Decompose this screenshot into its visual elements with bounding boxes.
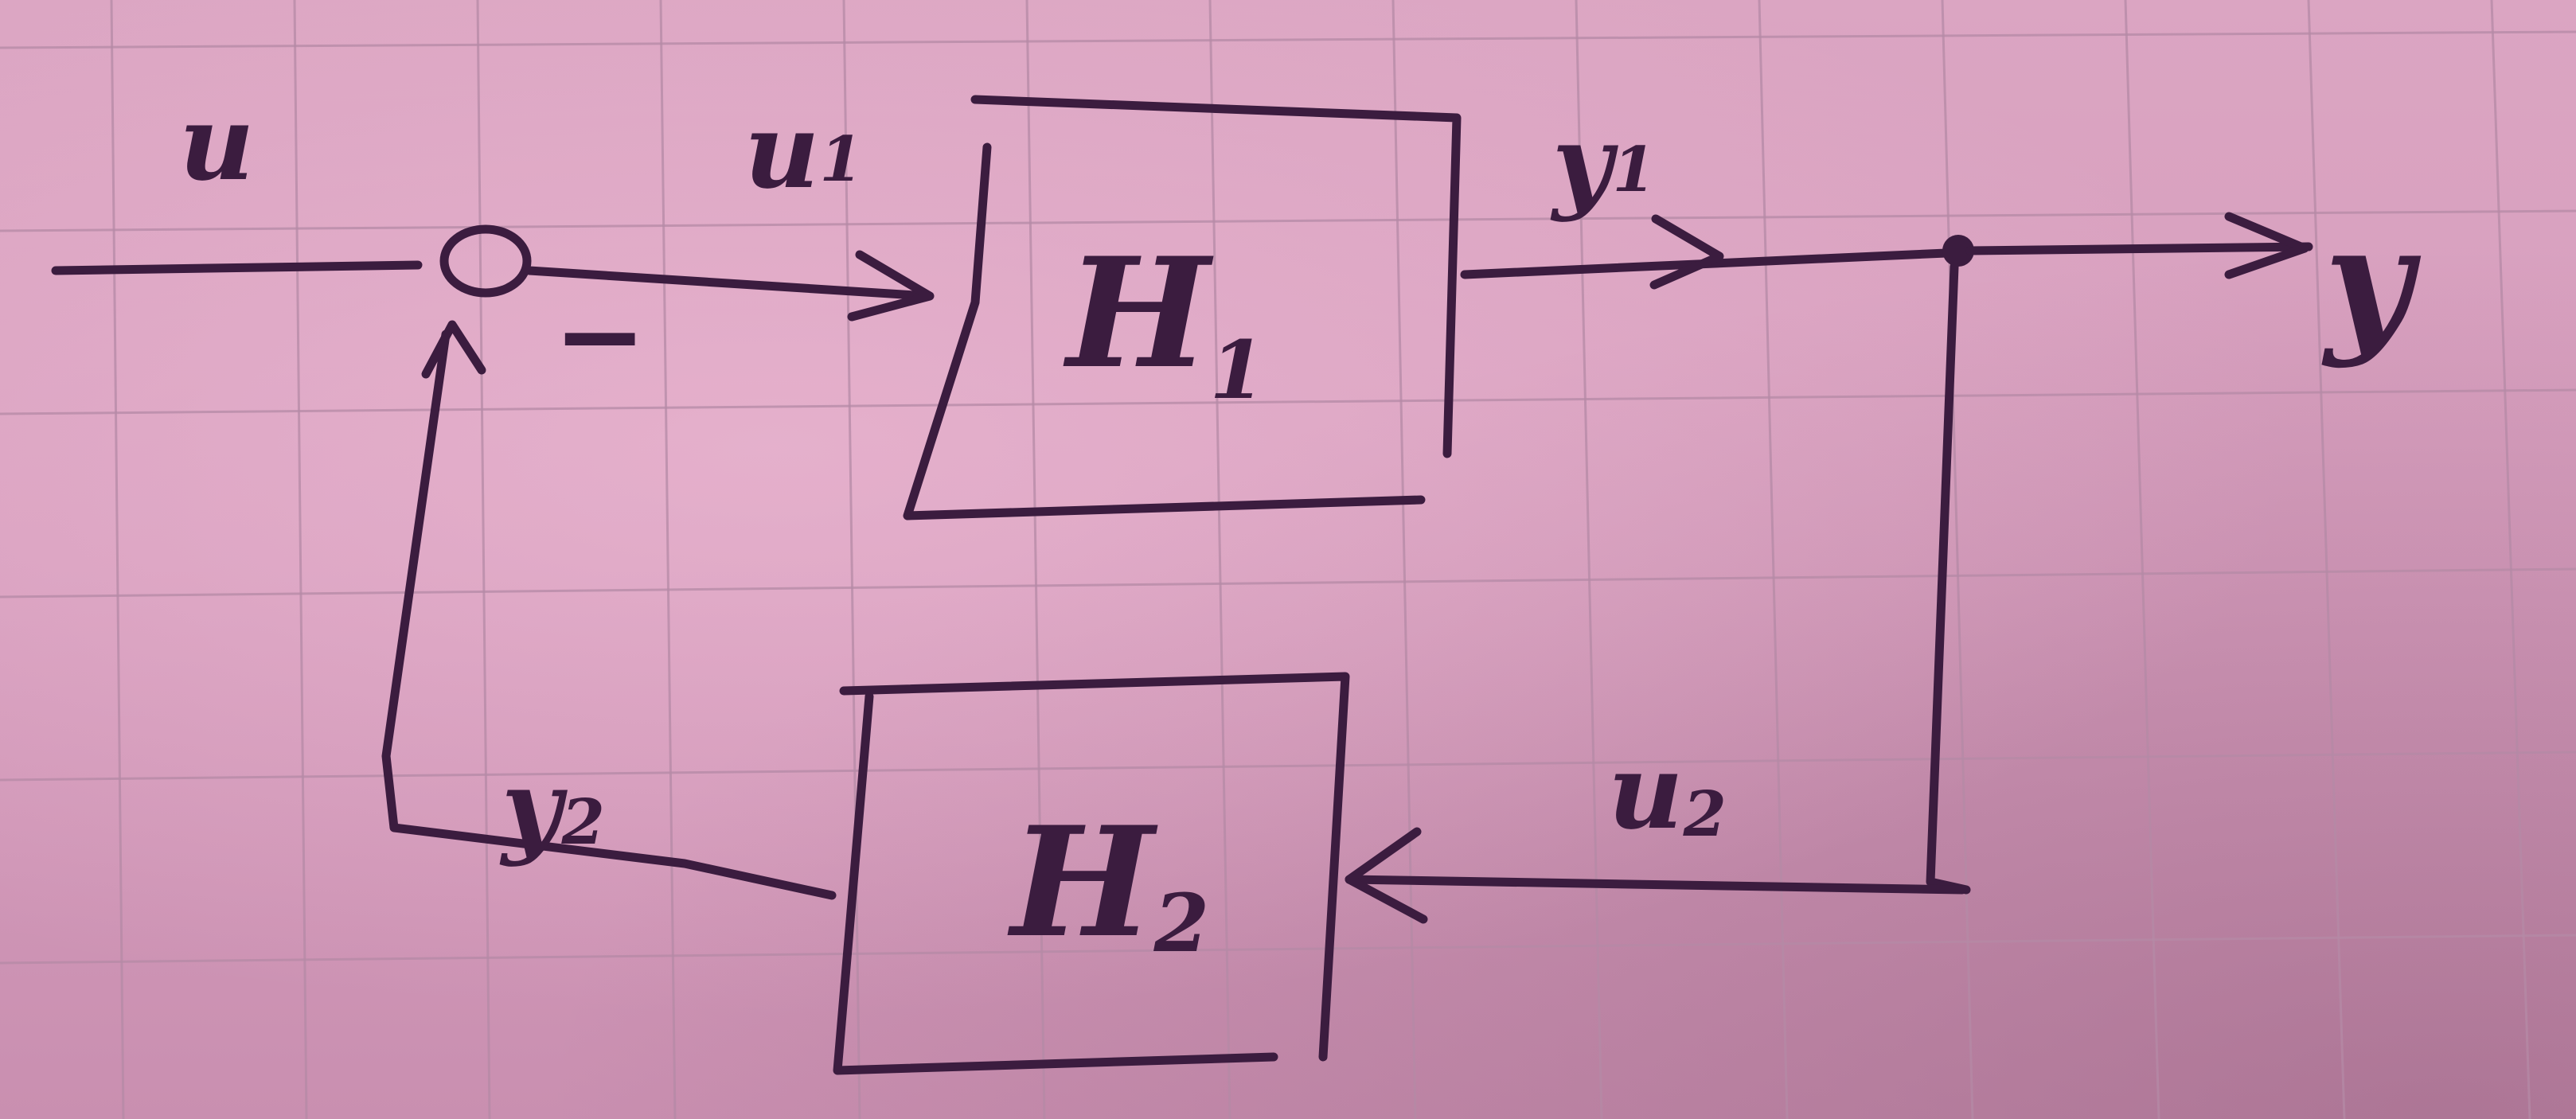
block-h1-label: H1: [1063, 224, 1265, 417]
branch-node: [1942, 235, 1974, 267]
output-arrowhead: [2224, 212, 2309, 279]
h2-output-line: [381, 329, 837, 900]
output-label-y: y: [2321, 193, 2422, 370]
block-h2: [833, 672, 1350, 1075]
h1-output-arrowhead: [1649, 214, 1724, 290]
h2-output-arrowhead: [421, 320, 486, 379]
sum-to-h1-line: [525, 266, 932, 301]
output-line: [1965, 242, 2313, 255]
block-h1: [903, 95, 1462, 521]
sum-minus-sign: −: [553, 271, 646, 401]
block-h2-label: H2: [1007, 793, 1209, 971]
feedback-input-label: u2: [1608, 731, 1727, 852]
input-label-u: u: [179, 82, 255, 204]
feedback-to-h2-arrowhead: [1345, 827, 1428, 924]
sum-output-label: u1: [744, 90, 863, 212]
feedback-vertical-line: [1926, 262, 1971, 895]
input-line: [51, 260, 423, 275]
h1-output-label: y1: [1550, 102, 1656, 224]
feedback-to-h2-line: [1345, 875, 1967, 895]
summing-junction: [439, 224, 532, 298]
sum-to-h1-arrowhead: [847, 250, 935, 322]
h2-output-label: y2: [499, 747, 605, 868]
